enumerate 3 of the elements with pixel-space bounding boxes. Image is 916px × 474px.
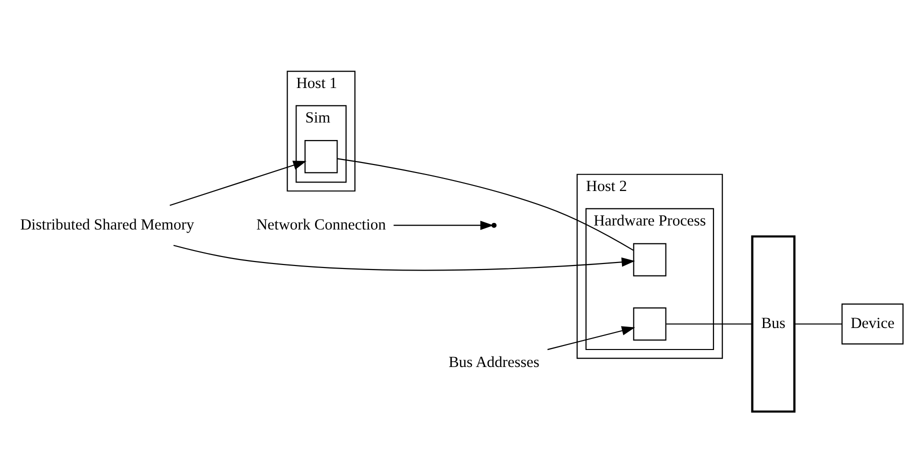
- node-text: Distributed Shared Memory: [20, 216, 194, 234]
- node-text: Bus Addresses: [448, 354, 540, 371]
- node-text: Network Connection: [256, 216, 386, 234]
